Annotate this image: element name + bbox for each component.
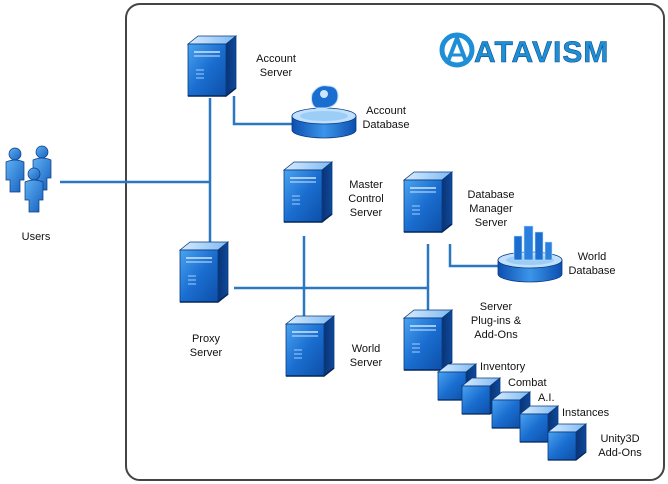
module-unity3d-icon [547, 423, 587, 461]
users-label: Users [22, 231, 51, 243]
atavism-logo-icon [439, 32, 475, 68]
account-server-to-database-link [232, 96, 296, 126]
master-control-server-icon [283, 161, 333, 223]
module-ai-label: A.I. [538, 392, 555, 404]
atavism-logo-text: ATAVISM [474, 36, 609, 69]
account-server-icon [187, 35, 237, 97]
module-inventory-label: Inventory [480, 361, 526, 373]
world-database-icon [497, 225, 563, 283]
dbmanager-to-world-database-link [448, 244, 502, 268]
module-instances-label: Instances [562, 407, 610, 419]
users-icon [5, 145, 52, 213]
module-combat-label: Combat [508, 377, 547, 389]
proxy-server-icon [179, 241, 229, 303]
world-server-icon [285, 315, 335, 377]
database-manager-server-icon [403, 171, 453, 233]
atavism-logo: ATAVISM [439, 32, 609, 69]
plugins-server-icon [403, 309, 453, 371]
connection-lines [60, 96, 502, 328]
account-database-icon [291, 85, 357, 139]
